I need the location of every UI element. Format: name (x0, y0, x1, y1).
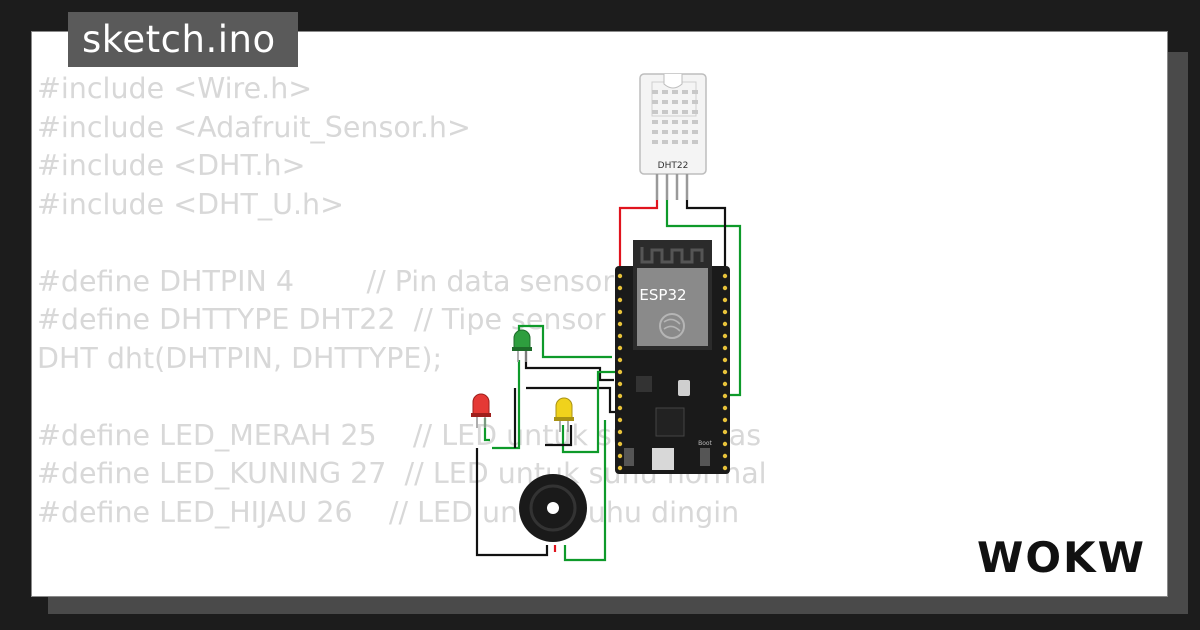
wires (475, 200, 742, 562)
antenna-trace (640, 247, 704, 264)
sensor-vents (652, 90, 698, 144)
led-green[interactable] (512, 329, 532, 362)
wokwi-logo: WOKWI (977, 533, 1145, 580)
wire-led-red-link (492, 360, 521, 450)
wire-gnd-sensor (685, 200, 727, 268)
en-button[interactable] (624, 448, 634, 466)
file-tab[interactable]: sketch.ino (68, 12, 298, 67)
wire-buzzer-gnd (475, 448, 549, 557)
wire-vcc (618, 200, 659, 268)
wire-buzzer-signal (563, 420, 607, 562)
wire-led-yellow-gnd (545, 425, 573, 447)
wire-led-yellow (561, 370, 615, 454)
chip-regulator (636, 376, 652, 392)
usb-uart-chip (655, 407, 685, 437)
buzzer[interactable] (519, 474, 587, 542)
code-line: #include <Adafruit_Sensor.h> (37, 110, 471, 144)
code-line: #include <DHT_U.h> (37, 187, 344, 221)
espressif-logo-icon (659, 313, 685, 339)
left-pin-header (617, 273, 623, 471)
rf-shield (637, 268, 708, 346)
led-yellow[interactable] (554, 397, 574, 432)
preview-card (31, 31, 1168, 597)
code-line: #include <DHT.h> (37, 149, 306, 182)
sensor-legs (655, 174, 689, 200)
led-red[interactable] (471, 393, 491, 428)
boot-label: Boot (698, 440, 712, 447)
right-pin-header (722, 273, 728, 471)
code-line: DHT dht(DHTPIN, DHTTYPE); (37, 341, 443, 375)
sensor-label: DHT22 (658, 161, 689, 171)
esp32-board[interactable]: ESP32 Boot (615, 240, 730, 474)
wokwi-logo-text: WOKWI (977, 533, 1145, 580)
boot-button[interactable] (700, 448, 710, 466)
micro-usb-port (652, 448, 674, 470)
wire-led-green-gnd (524, 342, 614, 382)
wire-data (665, 200, 742, 397)
wire-gnd-bus (526, 386, 620, 414)
smd-led (678, 380, 690, 396)
board-label: ESP32 (639, 286, 686, 304)
dht22-sensor[interactable]: DHT22 (639, 73, 707, 200)
code-line: #include <Wire.h> (37, 72, 313, 105)
sensor-notch (663, 74, 683, 89)
wire-led-green (517, 324, 612, 359)
